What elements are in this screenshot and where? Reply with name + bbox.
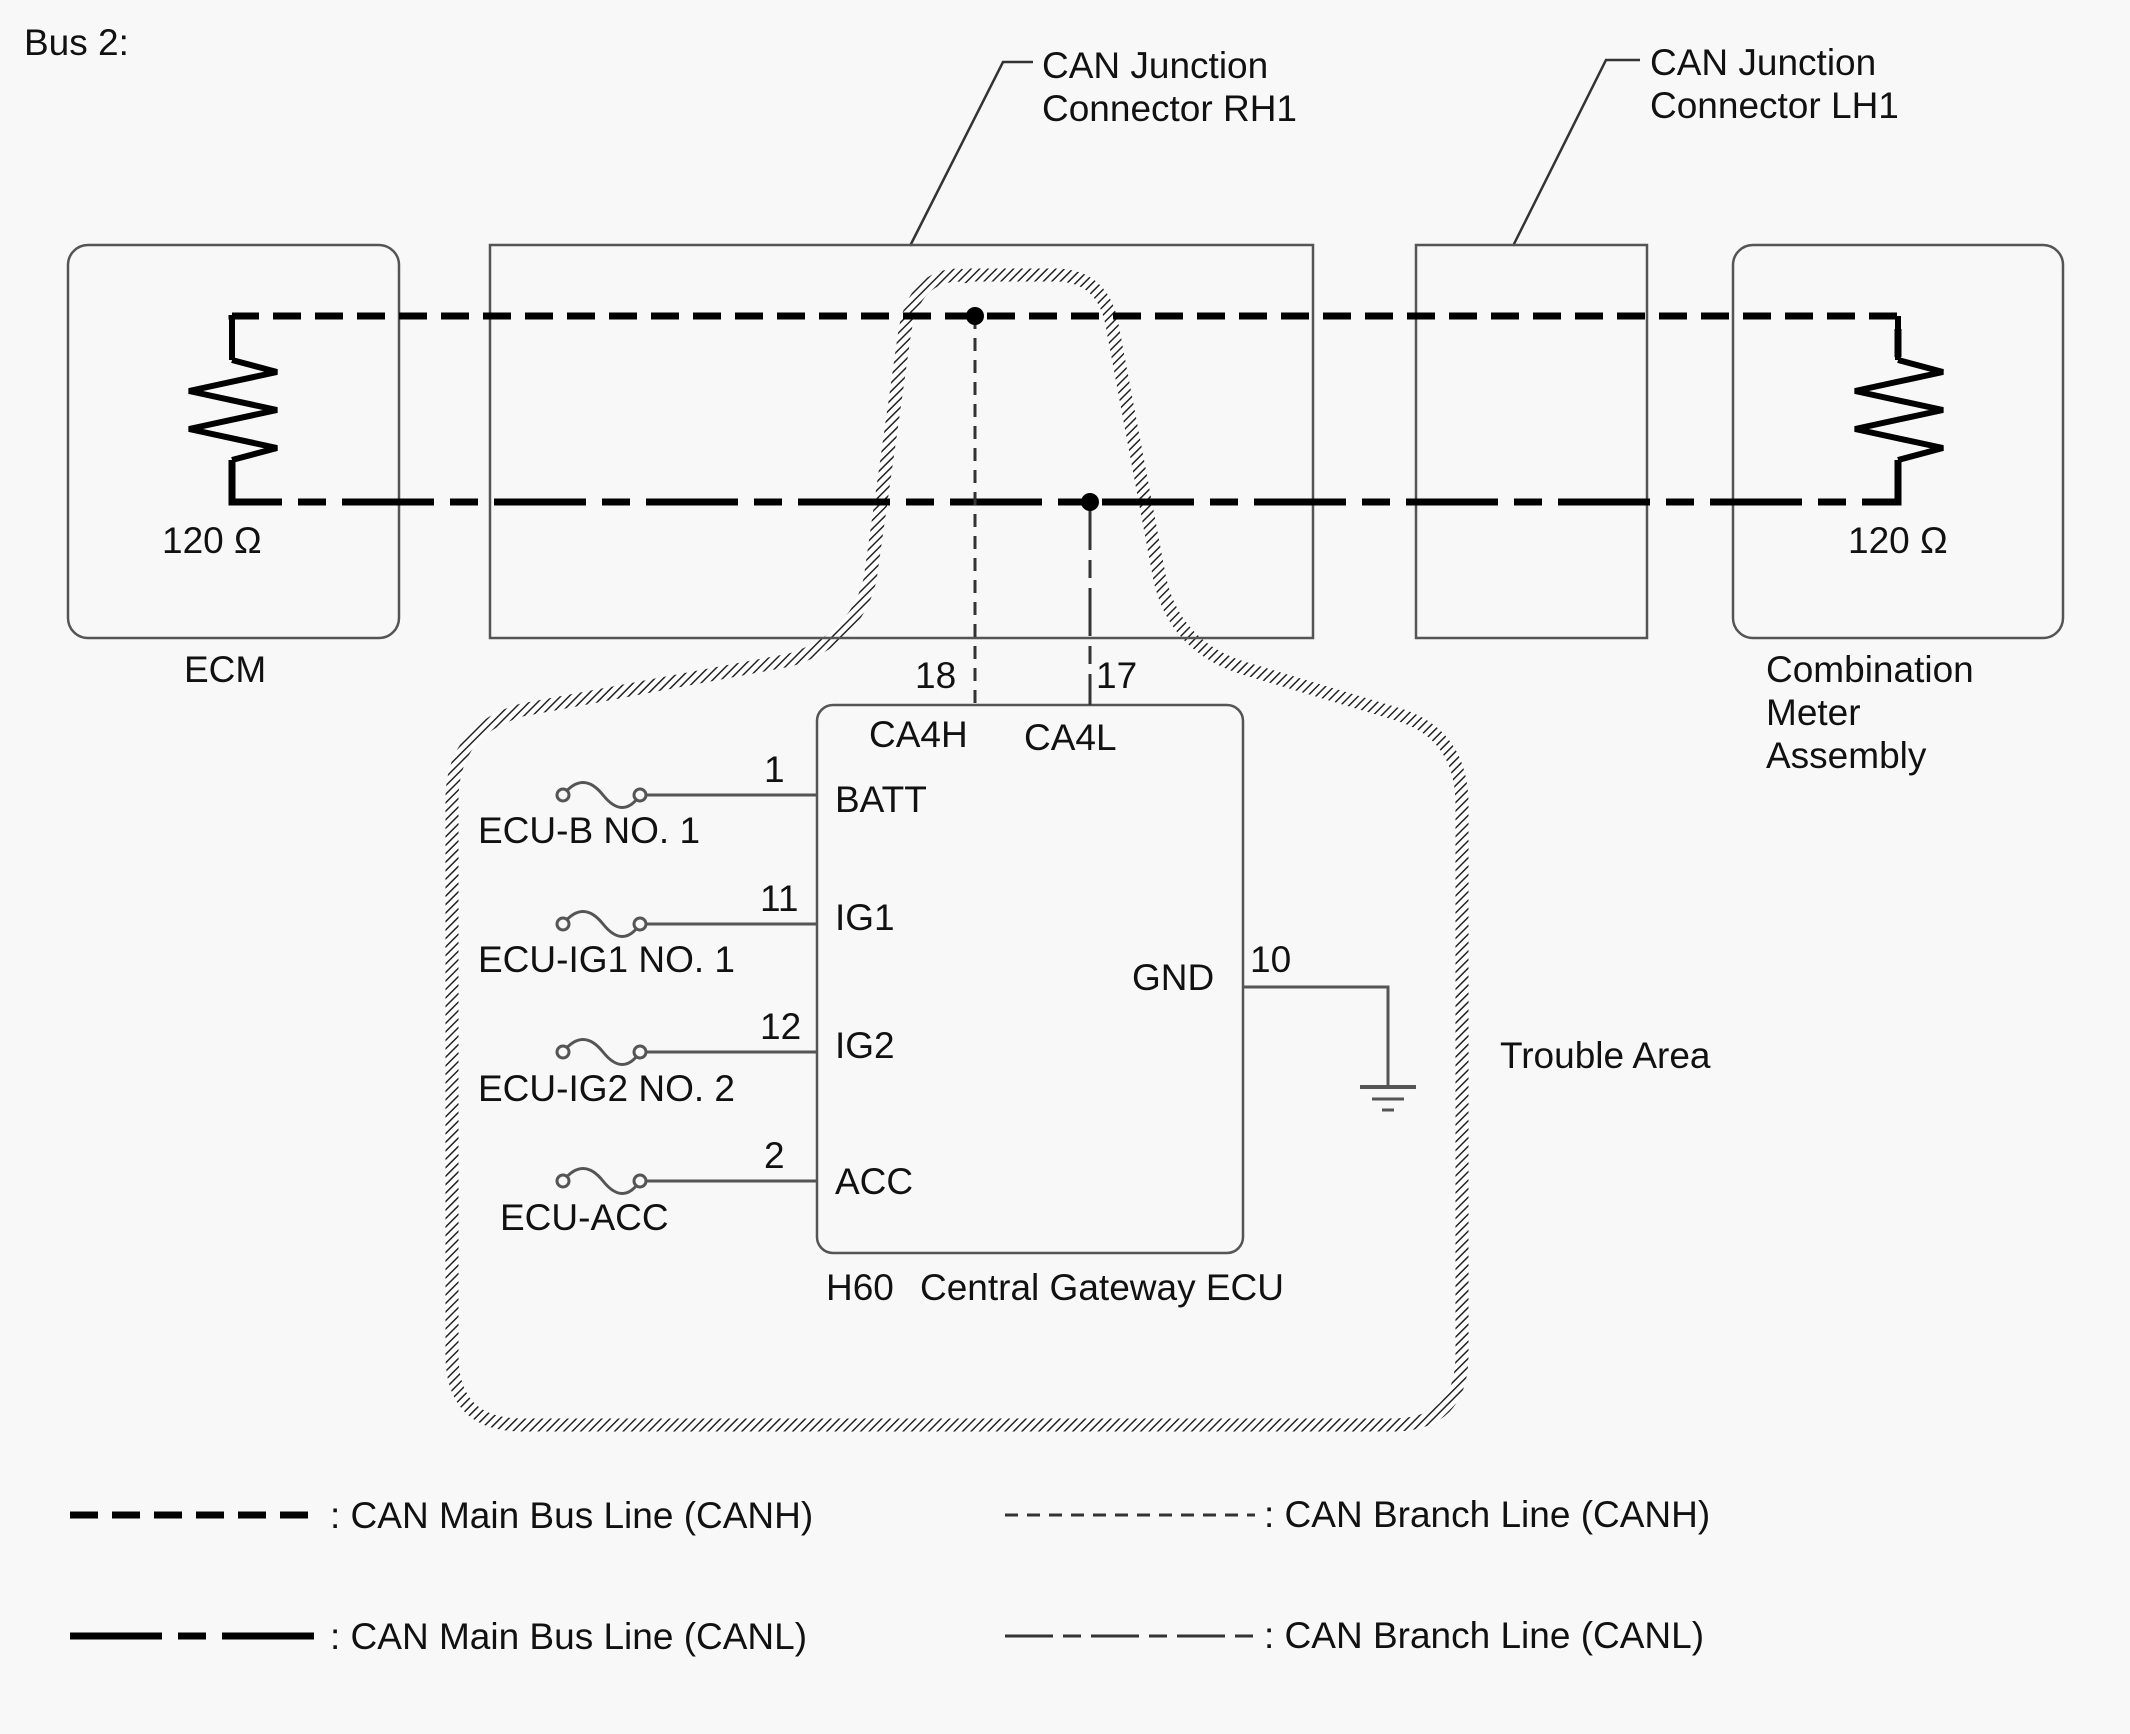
- legend-main-canh-label: : CAN Main Bus Line (CANH): [330, 1495, 813, 1536]
- pin-12: 12: [760, 1006, 801, 1047]
- ecm-resistor-lead-bottom: [229, 460, 268, 505]
- ecm-resistor-icon: [188, 357, 278, 463]
- batt-input: 1 BATT ECU-B NO. 1: [478, 749, 927, 851]
- lh1-label-line1: CAN Junction: [1650, 42, 1876, 83]
- pin-18: 18: [915, 655, 956, 696]
- pin-11: 11: [760, 878, 798, 919]
- terminal-gnd: GND: [1132, 957, 1214, 998]
- ecm-box: [66, 243, 401, 640]
- fuse-ecu-b-no1: ECU-B NO. 1: [478, 810, 700, 851]
- meter-label-line2: Meter: [1766, 692, 1861, 733]
- pin-10: 10: [1250, 939, 1291, 980]
- legend: : CAN Main Bus Line (CANH) : CAN Main Bu…: [70, 1494, 1710, 1657]
- central-gateway-ecu-box: [815, 703, 1245, 1255]
- trouble-area-label: Trouble Area: [1500, 1035, 1711, 1076]
- terminal-ig1: IG1: [835, 897, 895, 938]
- fuse-icon: [561, 1167, 642, 1195]
- fuse-ecu-ig1-no1: ECU-IG1 NO. 1: [478, 939, 735, 980]
- gateway-name: Central Gateway ECU: [920, 1267, 1284, 1308]
- ecm-resistor-value: 120 Ω: [162, 520, 262, 561]
- junction-connector-lh1-box: [1414, 243, 1649, 640]
- meter-resistor-value: 120 Ω: [1848, 520, 1948, 561]
- pin-2: 2: [764, 1135, 785, 1176]
- legend-branch-canl-label: : CAN Branch Line (CANL): [1264, 1615, 1704, 1656]
- fuse-icon: [561, 910, 642, 938]
- ground-wire: [1243, 985, 1390, 1087]
- terminal-batt: BATT: [835, 779, 927, 820]
- ground-icon: [1360, 1085, 1416, 1112]
- trouble-area-outline: [445, 268, 1469, 1432]
- rh1-label-line1: CAN Junction: [1042, 45, 1268, 86]
- terminal-ca4l: CA4L: [1024, 717, 1117, 758]
- combination-meter-box: [1731, 243, 2065, 640]
- ig2-input: 12 IG2 ECU-IG2 NO. 2: [478, 1006, 895, 1109]
- terminal-acc: ACC: [835, 1161, 913, 1202]
- meter-label-line3: Assembly: [1766, 735, 1927, 776]
- pin-17: 17: [1096, 655, 1137, 696]
- fuse-ecu-ig2-no2: ECU-IG2 NO. 2: [478, 1068, 735, 1109]
- legend-branch-canh-label: : CAN Branch Line (CANH): [1264, 1494, 1710, 1535]
- pin-1: 1: [764, 749, 785, 790]
- canl-junction-dot: [1081, 493, 1099, 511]
- terminal-ca4h: CA4H: [869, 714, 968, 755]
- meter-label-line1: Combination: [1766, 649, 1974, 690]
- meter-resistor-icon: [1854, 357, 1944, 463]
- legend-main-canl-label: : CAN Main Bus Line (CANL): [330, 1616, 807, 1657]
- junction-connector-rh1-box: [488, 243, 1315, 640]
- acc-input: 2 ACC ECU-ACC: [500, 1135, 913, 1238]
- fuse-ecu-acc: ECU-ACC: [500, 1197, 669, 1238]
- lh1-label-line2: Connector LH1: [1650, 85, 1899, 126]
- ig1-input: 11 IG1 ECU-IG1 NO. 1: [478, 878, 895, 980]
- ecm-label: ECM: [184, 649, 266, 690]
- fuse-icon: [561, 781, 642, 809]
- lh1-leader-line: [1511, 58, 1640, 247]
- rh1-label-line2: Connector RH1: [1042, 88, 1297, 129]
- terminal-ig2: IG2: [835, 1025, 895, 1066]
- meter-resistor-lead-bottom: [1862, 460, 1901, 505]
- fuse-icon: [561, 1038, 642, 1066]
- gateway-connector-code: H60: [826, 1267, 894, 1308]
- canh-junction-dot: [966, 307, 984, 325]
- rh1-leader-line: [908, 60, 1033, 247]
- diagram-title: Bus 2:: [24, 22, 129, 63]
